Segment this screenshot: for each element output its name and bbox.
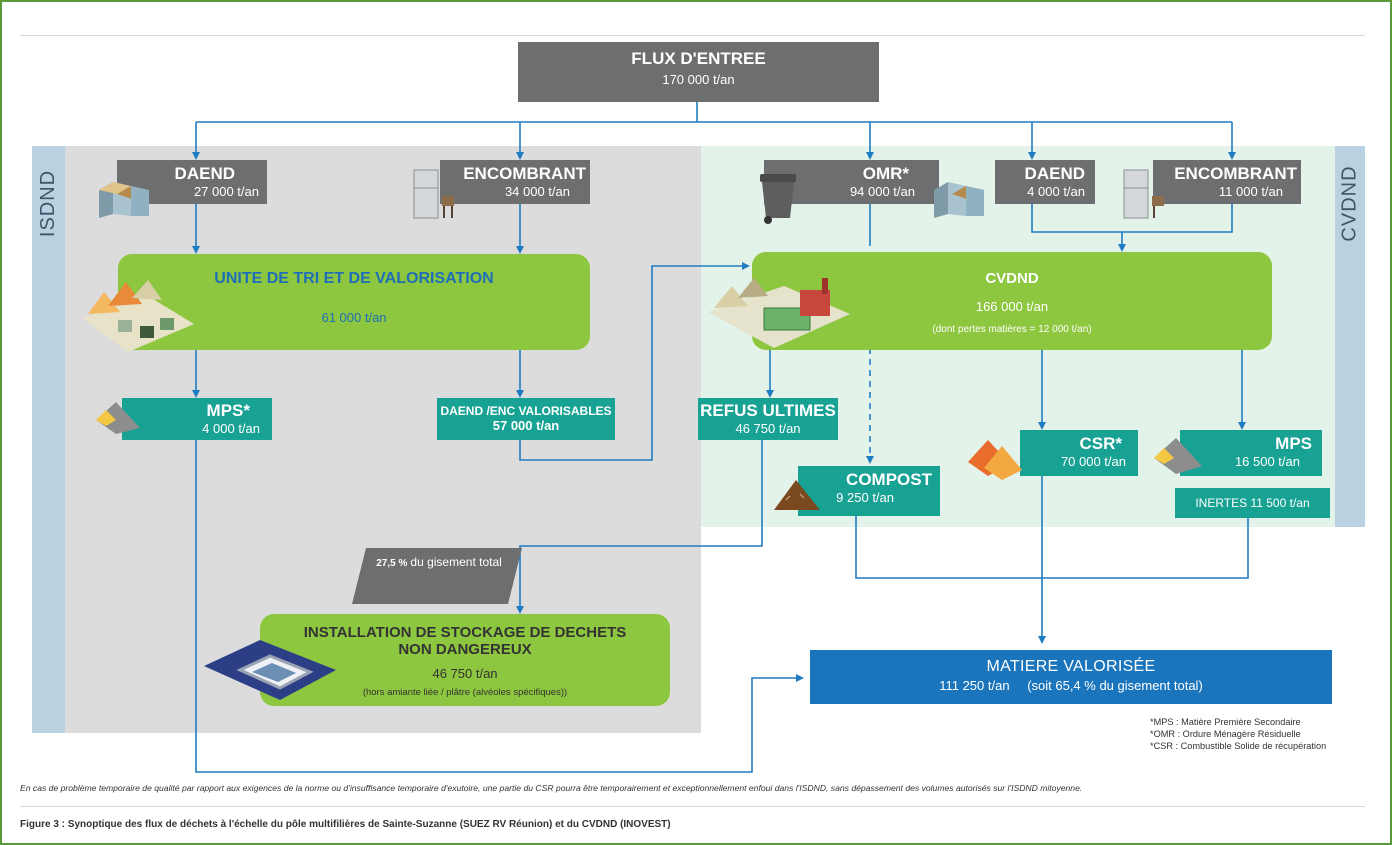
footer-rule	[20, 806, 1365, 807]
connector-cvdnd-merge	[1031, 204, 1233, 233]
mps-left-pile-icon	[96, 402, 140, 434]
mps-right-pile-icon	[1154, 438, 1202, 474]
valorisables-box: DAEND /ENC VALORISABLES 57 000 t/an	[437, 398, 615, 440]
matiere-line: 111 250 t/an (soit 65,4 % du gisement to…	[810, 678, 1332, 693]
refus-ultimes-box: REFUS ULTIMES 46 750 t/an	[698, 398, 838, 440]
inertes-label: INERTES 11 500 t/an	[1195, 496, 1310, 510]
mps-right-box: MPS 16 500 t/an	[1180, 430, 1322, 476]
stockage-title-2: NON DANGEREUX	[398, 641, 532, 658]
matiere-share: (soit 65,4 % du gisement total)	[1027, 678, 1203, 693]
stockage-box: INSTALLATION DE STOCKAGE DE DECHETS NON …	[260, 614, 670, 706]
inertes-box: INERTES 11 500 t/an	[1175, 488, 1330, 518]
glossary: *MPS : Matière Première Secondaire *OMR …	[1150, 716, 1326, 752]
mps-right-value: 16 500 t/an	[1234, 454, 1300, 469]
sidebar-cvdnd: CVDND	[1335, 146, 1365, 527]
sidebar-isdnd: ISDND	[32, 146, 65, 733]
share-tag-desc: du gisement total	[410, 555, 502, 569]
flux-entree-box: FLUX D'ENTREE 170 000 t/an	[518, 42, 879, 102]
matiere-title: MATIERE VALORISÉE	[986, 658, 1156, 675]
unite-tri-value: 61 000 t/an	[321, 310, 387, 325]
csr-pile-icon	[968, 440, 1022, 480]
mps-right-title: MPS	[1275, 434, 1312, 453]
cvdnd-encombrant-box: ENCOMBRANT 11 000 t/an	[1153, 160, 1301, 204]
connector-compost-inertes	[855, 516, 1249, 579]
csr-title: CSR*	[1079, 434, 1122, 453]
cvdnd-encombrant-value: 11 000 t/an	[1218, 184, 1283, 199]
cvdnd-plant-icon	[708, 278, 850, 348]
landfill-cell-icon	[204, 640, 336, 700]
mps-left-title: MPS*	[206, 401, 250, 420]
waste-containers-icon	[99, 182, 149, 218]
omr-title: OMR*	[862, 164, 909, 183]
compost-box: COMPOST 9 250 t/an	[798, 466, 940, 516]
stockage-value: 46 750 t/an	[432, 666, 498, 681]
matiere-box: MATIERE VALORISÉE 111 250 t/an (soit 65,…	[810, 650, 1332, 704]
cvdnd-daend-box: DAEND 4 000 t/an	[995, 160, 1095, 204]
arrow-refus-to-stockage	[516, 440, 763, 614]
unite-tri-title: UNITE DE TRI ET DE VALORISATION	[214, 270, 494, 287]
flux-entree-value: 170 000 t/an	[662, 72, 735, 87]
stockage-title-1: INSTALLATION DE STOCKAGE DE DECHETS	[303, 624, 627, 641]
cvdnd-title: CVDND	[985, 270, 1039, 287]
arrow-mps-to-matiere	[195, 440, 804, 773]
cvdnd-bulky-items-icon	[1123, 169, 1164, 219]
glossary-omr: *OMR : Ordure Ménagère Résiduelle	[1150, 729, 1301, 739]
share-tag-pct: 27,5 %	[376, 558, 408, 569]
cvdnd-box: CVDND 166 000 t/an (dont pertes matières…	[752, 252, 1272, 350]
csr-value: 70 000 t/an	[1060, 454, 1126, 469]
flux-entree-title: FLUX D'ENTREE	[631, 49, 766, 68]
cvdnd-daend-value: 4 000 t/an	[1027, 184, 1085, 199]
isdnd-daend-title: DAEND	[174, 164, 235, 183]
stockage-note: (hors amiante liée / plâtre (alvéoles sp…	[362, 687, 568, 698]
compost-title: COMPOST	[846, 470, 932, 489]
refus-ultimes-value: 46 750 t/an	[735, 421, 801, 436]
mps-left-value: 4 000 t/an	[202, 421, 260, 436]
isdnd-daend-value: 27 000 t/an	[193, 184, 259, 199]
compost-pile-icon	[774, 480, 820, 510]
sorting-facility-icon	[82, 280, 194, 352]
refus-ultimes-title: REFUS ULTIMES	[700, 401, 836, 420]
bulky-items-icon	[413, 169, 454, 219]
top-rule	[20, 35, 1365, 36]
cvdnd-note: (dont pertes matières = 12 000 t/an)	[932, 324, 1092, 335]
matiere-value: 111 250 t/an	[939, 678, 1010, 693]
compost-value: 9 250 t/an	[836, 490, 894, 505]
valorisables-title: DAEND /ENC VALORISABLES	[440, 404, 612, 418]
arrow-valorisables-to-cvdnd	[519, 262, 750, 461]
glossary-csr: *CSR : Combustible Solide de récupératio…	[1150, 741, 1327, 751]
isdnd-encombrant-value: 34 000 t/an	[504, 184, 570, 199]
mps-left-box: MPS* 4 000 t/an	[122, 398, 272, 440]
csr-box: CSR* 70 000 t/an	[1020, 430, 1138, 476]
share-tag-text: 27,5 % du gisement total	[366, 556, 512, 570]
trash-bin-icon	[760, 174, 796, 224]
share-tag	[352, 548, 522, 604]
footnote: En cas de problème temporaire de qualité…	[20, 783, 1083, 793]
isdnd-encombrant-title: ENCOMBRANT	[463, 164, 586, 183]
valorisables-value: 57 000 t/an	[492, 418, 560, 433]
cvdnd-encombrant-title: ENCOMBRANT	[1174, 164, 1297, 183]
unite-tri-box: UNITE DE TRI ET DE VALORISATION 61 000 t…	[118, 254, 590, 350]
glossary-mps: *MPS : Matière Première Secondaire	[1150, 717, 1301, 727]
cvdnd-daend-title: DAEND	[1024, 164, 1085, 183]
cvdnd-containers-icon	[934, 182, 984, 218]
figure-caption: Figure 3 : Synoptique des flux de déchet…	[20, 819, 671, 830]
isdnd-encombrant-box: ENCOMBRANT 34 000 t/an	[440, 160, 590, 204]
omr-value: 94 000 t/an	[849, 184, 915, 199]
cvdnd-value: 166 000 t/an	[975, 299, 1049, 314]
